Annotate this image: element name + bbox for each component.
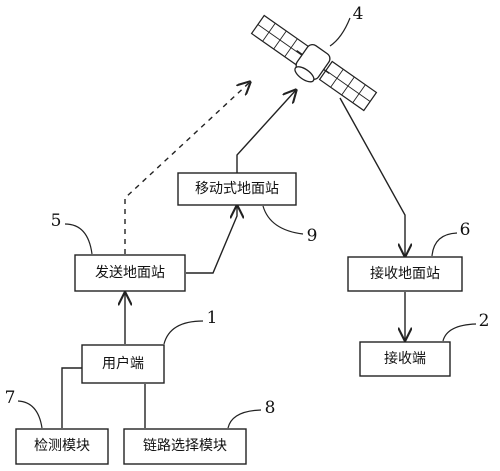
link-selection-module-leader xyxy=(227,409,262,429)
mobile-to-satellite-arrow xyxy=(236,90,296,173)
receiving-station-number: 6 xyxy=(460,220,471,240)
mobile-station-leader xyxy=(262,205,304,235)
mobile-station-number: 9 xyxy=(307,226,318,246)
satellite-icon xyxy=(250,14,378,112)
sending-station-leader xyxy=(64,223,93,255)
detection-module-leader xyxy=(17,400,43,429)
receiving-terminal-leader xyxy=(442,323,477,342)
receiving-terminal-number: 2 xyxy=(479,311,490,331)
svg-text:链路选择模块: 链路选择模块 xyxy=(143,438,227,454)
link-selection-module: 链路选择模块 xyxy=(123,428,247,465)
svg-text:发送地面站: 发送地面站 xyxy=(95,265,165,281)
sending-station-number: 5 xyxy=(51,211,62,231)
satellite-number: 4 xyxy=(353,4,364,24)
solar-panel-right xyxy=(318,60,378,112)
user-terminal: 用户端 xyxy=(81,344,165,384)
user-to-detection-line xyxy=(61,367,82,428)
svg-text:检测模块: 检测模块 xyxy=(34,438,90,454)
svg-text:接收地面站: 接收地面站 xyxy=(370,265,440,282)
sending-to-mobile-arrow xyxy=(186,206,237,274)
satellite-to-receiving-arrow xyxy=(339,97,405,256)
sending-ground-station: 发送地面站 xyxy=(74,254,186,292)
satellite-leader xyxy=(329,17,351,47)
solar-panel-left xyxy=(250,14,310,66)
svg-text:接收端: 接收端 xyxy=(384,350,426,367)
link-selection-module-number: 8 xyxy=(265,398,276,418)
detection-module: 检测模块 xyxy=(15,428,109,465)
svg-text:移动式地面站: 移动式地面站 xyxy=(195,181,279,197)
user-terminal-number: 1 xyxy=(207,308,218,328)
receiving-ground-station: 接收地面站 xyxy=(347,256,463,292)
mobile-ground-station: 移动式地面站 xyxy=(177,172,297,206)
detection-module-number: 7 xyxy=(5,388,16,408)
receiving-terminal: 接收端 xyxy=(359,341,451,377)
satellite-body xyxy=(294,43,331,83)
user-terminal-leader xyxy=(163,320,204,345)
receiving-station-leader xyxy=(431,232,458,257)
svg-text:用户端: 用户端 xyxy=(102,355,144,372)
